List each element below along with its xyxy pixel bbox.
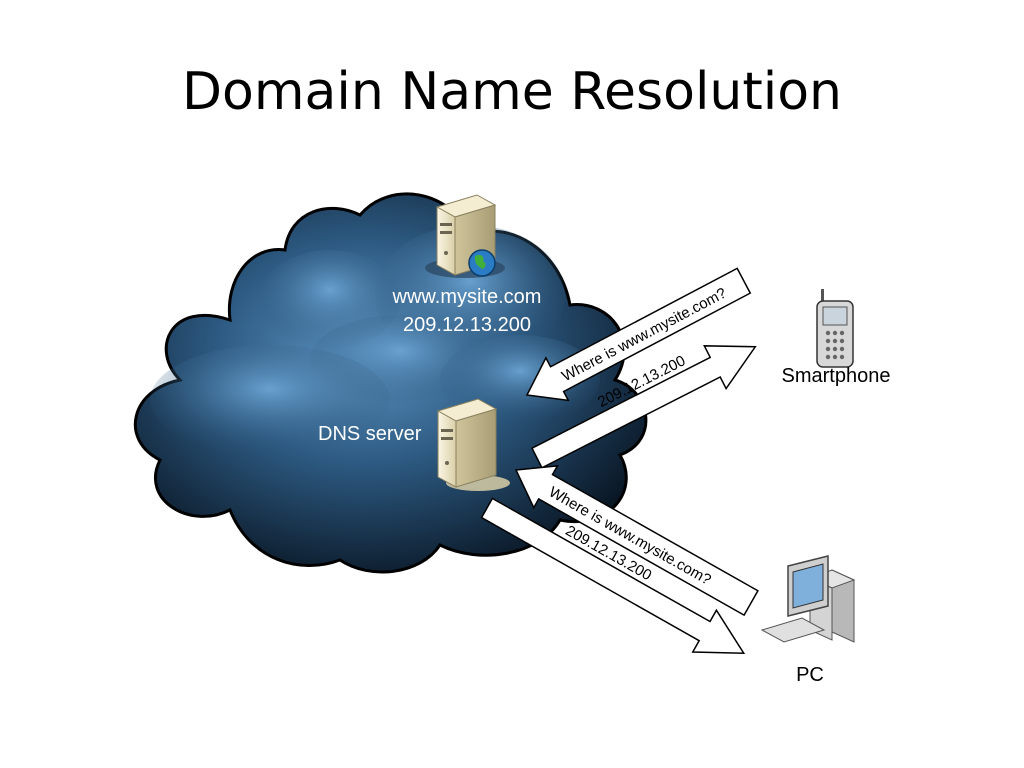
- dns-server-label: DNS server: [318, 423, 422, 445]
- web-server-icon: [425, 194, 505, 278]
- pc-label: PC: [796, 664, 824, 686]
- smartphone-icon: [816, 289, 854, 368]
- pc-icon: [760, 555, 856, 643]
- web-server-ip: 209.12.13.200: [403, 314, 531, 336]
- web-server-host: www.mysite.com: [392, 286, 542, 308]
- smartphone-label: Smartphone: [782, 365, 891, 387]
- slide-title: Domain Name Resolution: [182, 62, 842, 122]
- dns-server-icon: [436, 398, 510, 491]
